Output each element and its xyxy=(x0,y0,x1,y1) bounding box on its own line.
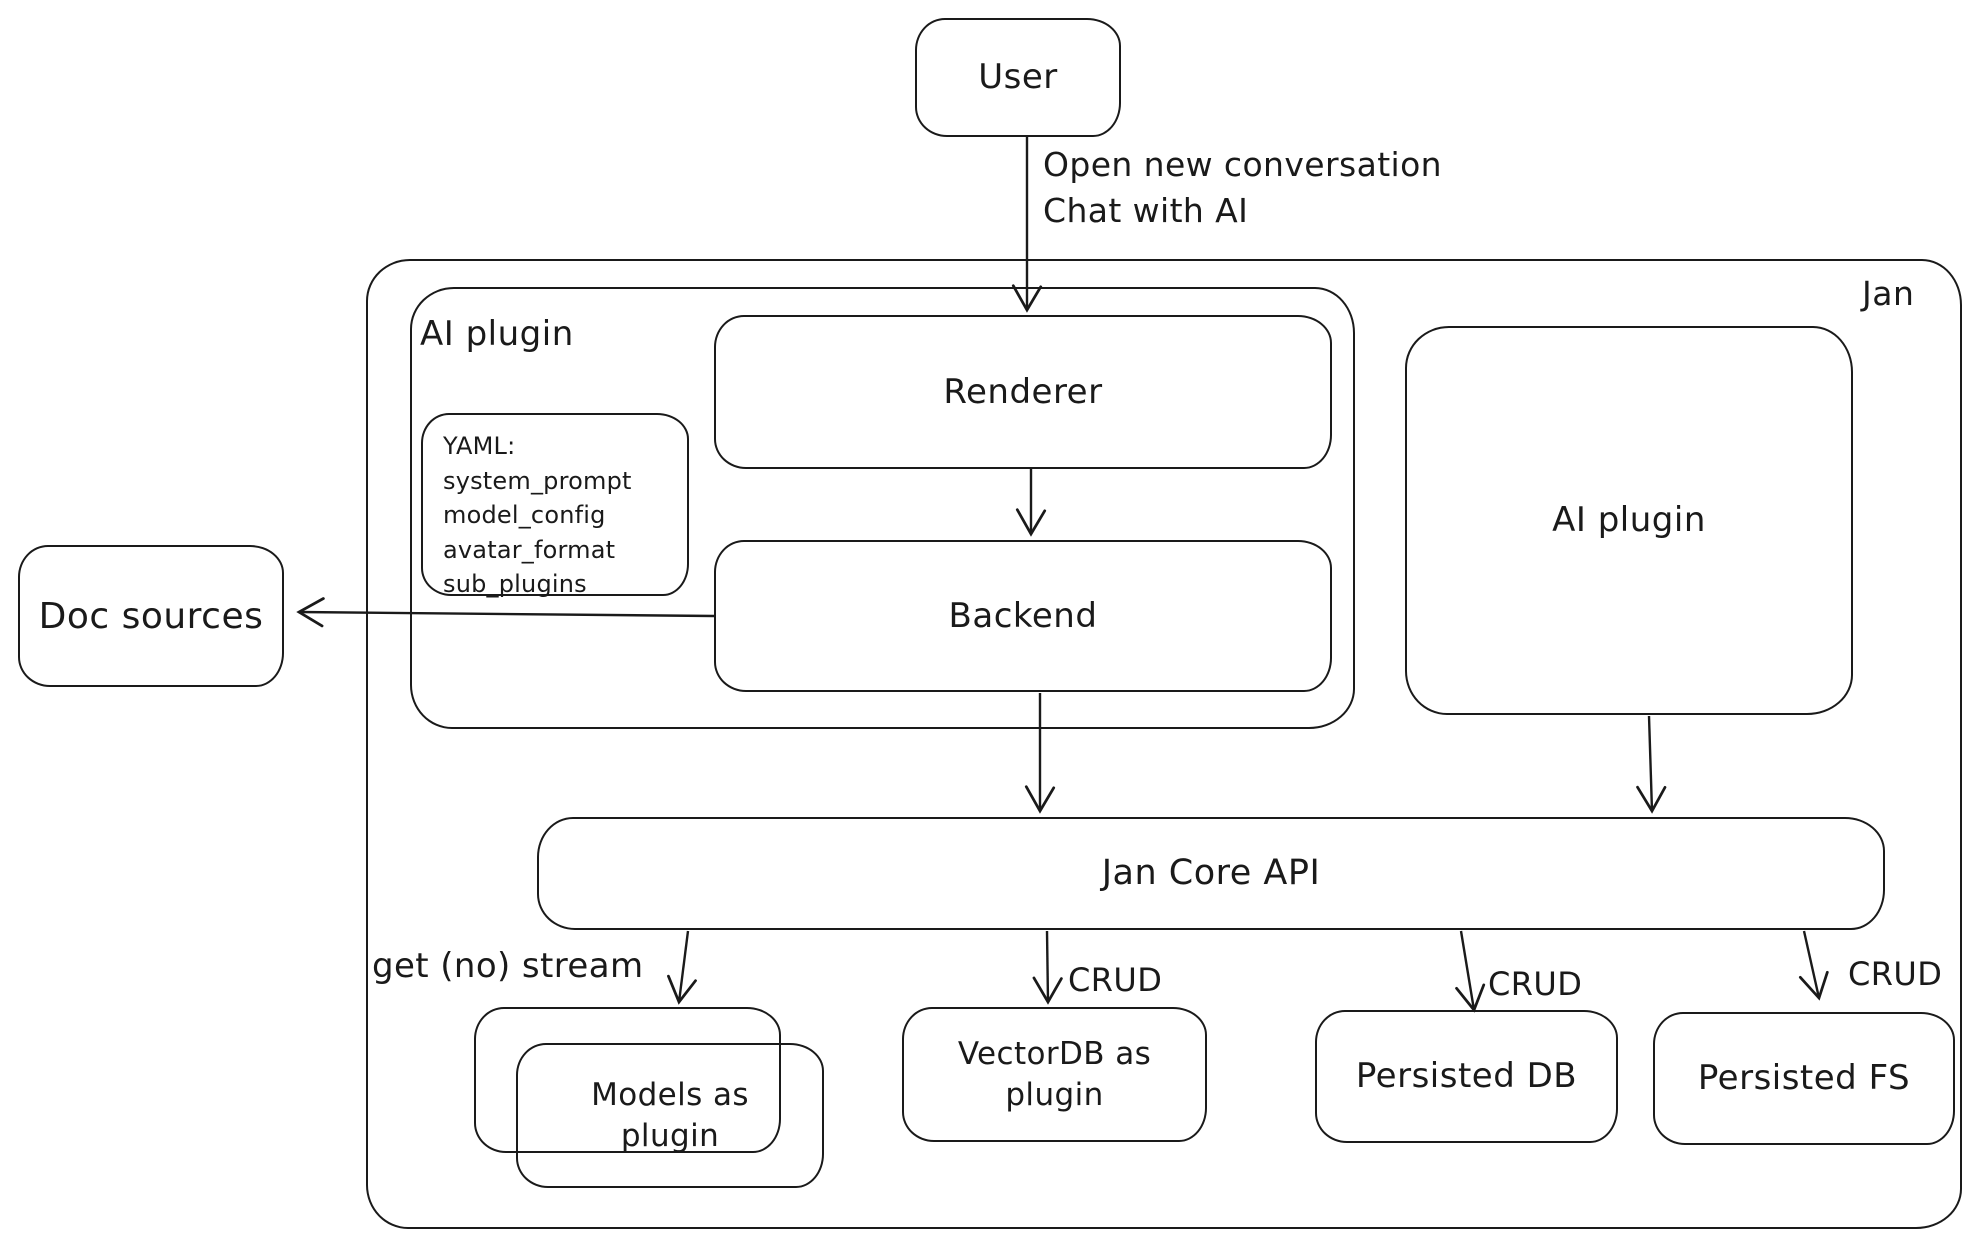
yaml-line-system-prompt: system_prompt xyxy=(443,466,632,495)
node-persisted-fs-label: Persisted FS xyxy=(1697,1058,1911,1099)
node-models-back-box xyxy=(474,1007,781,1153)
container-ai-plugin-label: AI plugin xyxy=(420,314,574,354)
container-ai-plugin xyxy=(410,287,1355,729)
node-doc-sources-label: Doc sources xyxy=(38,595,264,637)
node-user: User xyxy=(915,18,1121,137)
edge-label-open-conversation-line1: Open new conversation xyxy=(1043,145,1443,184)
node-ai-plugin-right-label: AI plugin xyxy=(1552,500,1706,541)
edge-label-crud-vectordb: CRUD xyxy=(1068,961,1163,999)
container-jan-label: Jan xyxy=(1862,274,1915,313)
node-persisted-fs: Persisted FS xyxy=(1653,1012,1955,1145)
node-doc-sources: Doc sources xyxy=(18,545,284,687)
edge-label-open-conversation-line2: Chat with AI xyxy=(1043,191,1249,231)
node-vectordb-plugin-label: VectorDB as plugin xyxy=(957,1036,1152,1113)
node-persisted-db: Persisted DB xyxy=(1315,1010,1618,1143)
yaml-line-model-config: model_config xyxy=(443,501,606,530)
yaml-line-avatar-format: avatar_format xyxy=(443,535,616,564)
node-backend-label: Backend xyxy=(948,595,1098,636)
node-ai-plugin-right: AI plugin xyxy=(1405,326,1853,715)
yaml-title: YAML: xyxy=(443,432,516,460)
node-jan-core-api: Jan Core API xyxy=(537,817,1885,930)
edge-label-crud-persisted-fs: CRUD xyxy=(1848,955,1943,993)
container-jan xyxy=(366,259,1962,1229)
node-user-label: User xyxy=(978,57,1058,98)
node-vectordb-plugin: VectorDB as plugin xyxy=(902,1007,1207,1142)
node-models-plugin: Models as plugin xyxy=(516,1043,824,1188)
edge-label-crud-persisted-db: CRUD xyxy=(1488,965,1583,1003)
node-renderer: Renderer xyxy=(714,315,1332,469)
yaml-line-sub-plugins: sub_plugins xyxy=(443,570,587,599)
node-backend: Backend xyxy=(714,540,1332,692)
note-yaml: YAML: system_prompt model_config avatar_… xyxy=(421,413,689,598)
node-models-plugin-label: Models as plugin xyxy=(591,1077,749,1154)
node-renderer-label: Renderer xyxy=(943,371,1103,412)
node-persisted-db-label: Persisted DB xyxy=(1355,1056,1578,1097)
edge-label-open-conversation: Open new conversation Chat with AI xyxy=(1043,142,1442,234)
node-jan-core-api-label: Jan Core API xyxy=(1101,852,1321,893)
edge-label-get-no-stream: get (no) stream xyxy=(372,946,644,986)
